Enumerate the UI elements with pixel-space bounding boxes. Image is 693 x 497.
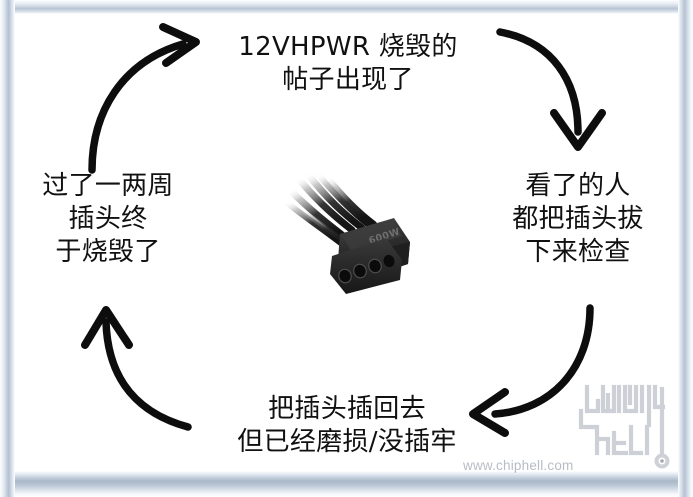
cycle-step-top-label: 12VHPWR 烧毁的 帖子出现了 xyxy=(238,32,458,95)
chiphell-url-watermark: www.chiphell.com xyxy=(463,458,574,473)
arrow-top-to-right xyxy=(496,28,606,151)
cycle-step-left-label: 过了一两周 插头终 于烧毁了 xyxy=(42,171,174,267)
chiphell-logo-watermark xyxy=(578,384,670,469)
connector-pin-face xyxy=(330,238,402,294)
arrow-right-to-bottom xyxy=(469,304,594,437)
cycle-step-right-label: 看了的人 都把插头拔 下来检查 xyxy=(512,171,644,267)
cycle-step-bottom-label: 把插头插回去 但已经磨损/没插牢 xyxy=(237,394,457,457)
arrow-bottom-left-to-top xyxy=(88,23,200,174)
arrow-bottom-to-left xyxy=(81,306,192,431)
12vhpwr-connector-photo: 600W xyxy=(283,170,410,294)
